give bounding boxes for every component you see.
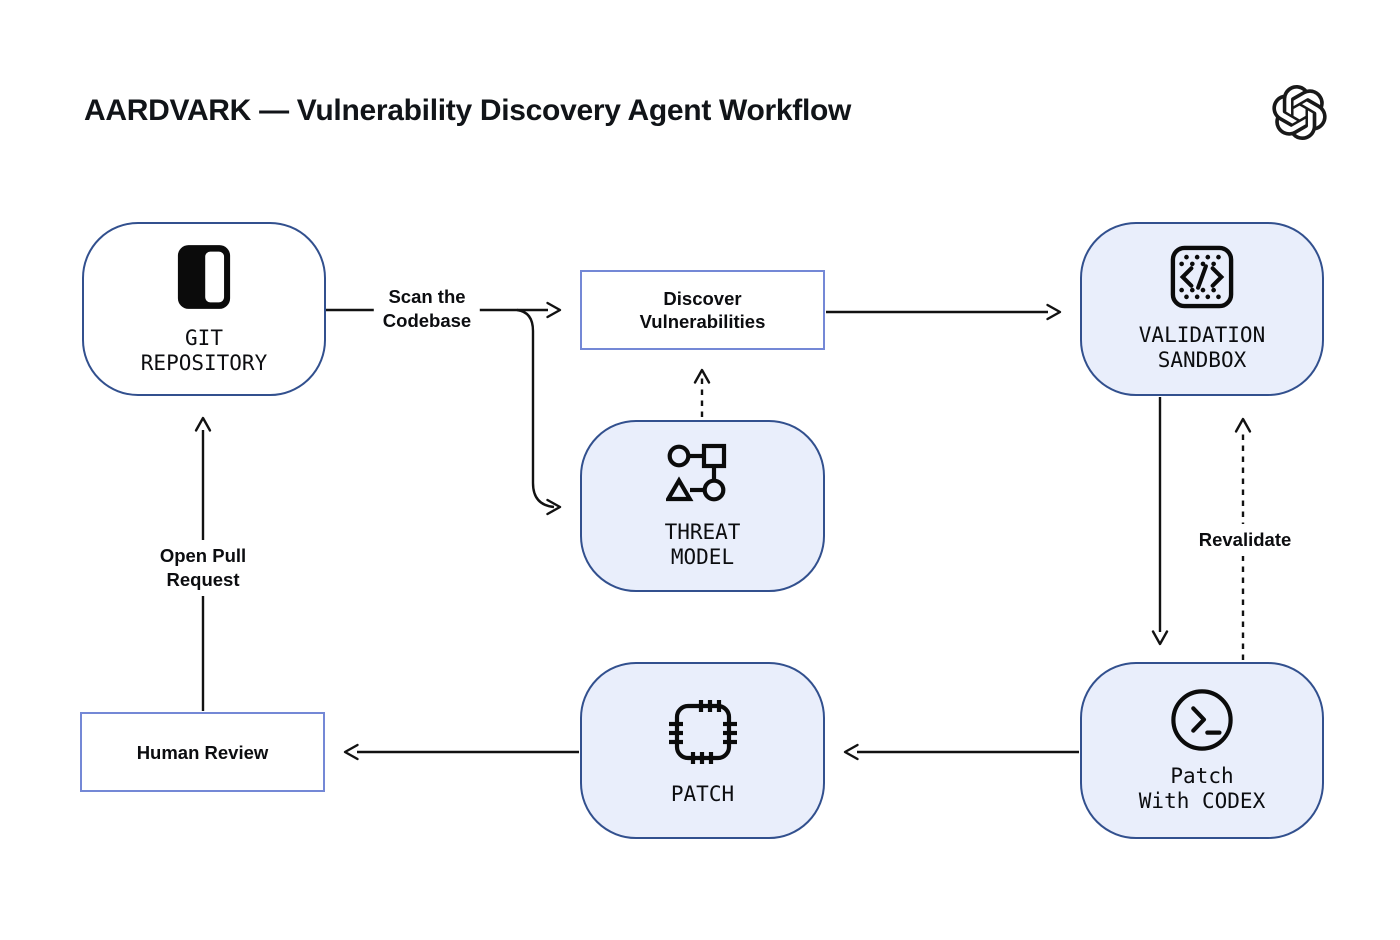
edge-discover-to-validation-sandbox	[826, 303, 1062, 321]
arrowhead-up-icon	[693, 368, 711, 384]
edge-codex-to-patch	[843, 743, 1079, 761]
node-label: Patch With CODEX	[1138, 763, 1266, 813]
node-label: Human Review	[136, 741, 269, 763]
node-git-repository: GIT REPOSITORY	[82, 222, 326, 396]
node-patch: PATCH	[580, 662, 825, 839]
threat-model-graph-icon	[665, 443, 726, 501]
arrowhead-up-icon	[1234, 417, 1252, 433]
node-discover-vulnerabilities: Discover Vulnerabilities	[580, 270, 825, 350]
node-threat-model: THREAT MODEL	[580, 420, 825, 592]
edge-label-revalidate: Revalidate	[1189, 524, 1301, 556]
edge-threat-model-to-discover-dashed	[693, 368, 711, 417]
node-label: GIT REPOSITORY	[140, 326, 268, 375]
arrowhead-right-icon	[546, 498, 562, 516]
edge-label-open-pull-request: Open Pull Request	[150, 540, 256, 596]
arrowhead-down-icon	[1151, 630, 1169, 646]
arrowhead-right-icon	[546, 301, 562, 319]
edge-label-scan-the-codebase: Scan the Codebase	[373, 281, 481, 337]
repository-icon	[177, 245, 231, 309]
arrowhead-right-icon	[1046, 303, 1062, 321]
node-label: THREAT MODEL	[664, 519, 741, 569]
edge-validation-sandbox-to-codex	[1151, 397, 1169, 646]
node-label: Discover Vulnerabilities	[639, 288, 766, 332]
page-title: AARDVARK — Vulnerability Discovery Agent…	[84, 94, 852, 127]
code-sandbox-icon	[1170, 245, 1234, 309]
arrowhead-left-icon	[843, 743, 859, 761]
edge-branch-to-threat-model	[516, 308, 562, 516]
openai-logo-icon	[1272, 85, 1327, 140]
arrowhead-left-icon	[343, 743, 359, 761]
terminal-prompt-icon	[1171, 688, 1233, 751]
node-patch-with-codex: Patch With CODEX	[1080, 662, 1324, 839]
arrowhead-up-icon	[194, 416, 212, 432]
node-label: PATCH	[670, 782, 735, 806]
patch-chip-icon	[668, 700, 737, 764]
edge-patch-to-human-review	[343, 743, 579, 761]
node-validation-sandbox: VALIDATION SANDBOX	[1080, 222, 1324, 396]
node-label: VALIDATION SANDBOX	[1138, 323, 1266, 372]
node-human-review: Human Review	[80, 712, 325, 792]
